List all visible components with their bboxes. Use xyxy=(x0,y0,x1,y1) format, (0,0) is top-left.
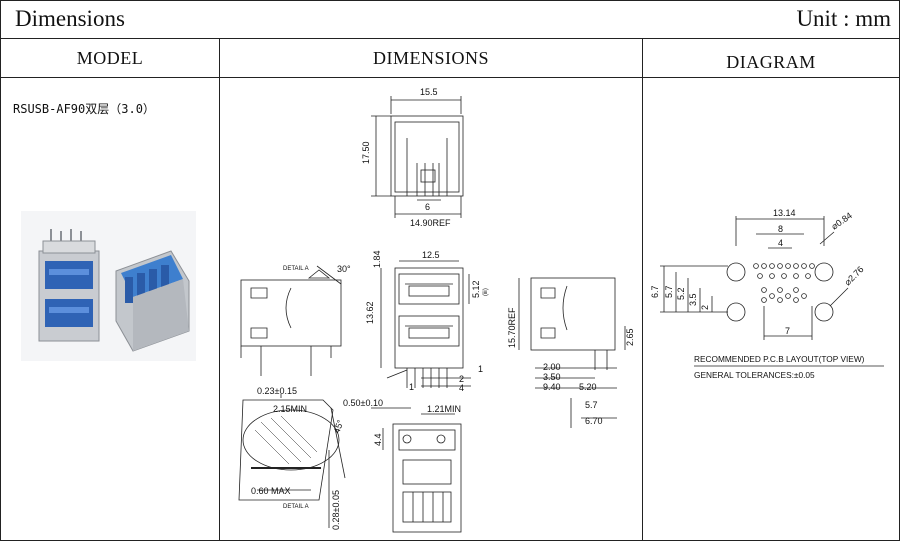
pcb-dim-label: 3.5 xyxy=(688,293,698,306)
pcb-pitch-label: 7 xyxy=(785,326,790,336)
side-pitch-label: 5.20 xyxy=(579,382,597,392)
bottom-min-label: 1.21MIN xyxy=(427,404,461,414)
detail-max-label: 0.60 MAX xyxy=(251,486,291,496)
side-pitch-label: 3.50 xyxy=(543,372,561,382)
pcb-caption: RECOMMENDED P.C.B LAYOUT(TOP VIEW) xyxy=(694,354,865,364)
right-side-view-drawing xyxy=(518,277,626,428)
connector-front-image xyxy=(38,229,100,342)
diagram-column-header: DIAGRAM xyxy=(643,39,899,78)
top-ref-width-label: 14.90REF xyxy=(410,218,451,228)
bottom-height-label: 4.4 xyxy=(373,433,383,446)
detail-angle-label: 45° xyxy=(331,418,345,435)
pcb-inner2-label: 4 xyxy=(778,238,783,248)
top-pin-span-label: 6 xyxy=(425,202,430,212)
bottom-view-drawing xyxy=(371,407,462,533)
mount-hole xyxy=(726,302,746,322)
pcb-width-label: 13.14 xyxy=(773,208,796,218)
pcb-layout-diagram: 13.14 8 4 ⌀0.84 ⌀2.76 6.7 5.7 5.2 3.5 2 … xyxy=(650,208,884,380)
product-photo xyxy=(21,211,196,361)
front-view-drawing xyxy=(380,260,471,388)
detail-min-label: 2.15MIN xyxy=(273,404,307,414)
pcb-dim-label: 2 xyxy=(700,305,710,310)
mount-hole xyxy=(814,262,834,282)
detail-thickness-label: 0.28±0.05 xyxy=(331,490,341,530)
pcb-dim-label: 6.7 xyxy=(650,285,660,298)
front-pin-label: 2 xyxy=(459,374,464,384)
dimensions-column-header: DIMENSIONS xyxy=(220,39,642,78)
front-pin-label: 1 xyxy=(409,382,414,392)
pcb-dim-label: 5.7 xyxy=(664,285,674,298)
side-pitch-label: 2.00 xyxy=(543,362,561,372)
column-divider xyxy=(219,39,220,541)
side-height-label: 15.70REF xyxy=(507,307,517,348)
model-column-header: MODEL xyxy=(1,39,219,78)
pcb-dim-label: 5.2 xyxy=(676,287,686,300)
side-pin-height-label: 2.65 xyxy=(625,328,635,346)
header-bar: Dimensions Unit : mm xyxy=(1,1,899,39)
top-view-drawing xyxy=(371,96,464,218)
front-port-note: (ⅲ) xyxy=(482,288,489,296)
front-angle-label: 30° xyxy=(337,264,351,274)
detail-tolerance-label: 0.23±0.15 xyxy=(257,386,297,396)
front-width-label: 12.5 xyxy=(422,250,440,260)
front-height-label: 13.62 xyxy=(365,301,375,324)
left-side-view-drawing xyxy=(240,265,342,376)
pin-grid xyxy=(753,263,815,303)
bottom-tolerance-label: 0.50±0.10 xyxy=(343,398,383,408)
page-title: Dimensions xyxy=(15,6,125,31)
connector-rear-image xyxy=(115,250,190,352)
top-height-label: 17.50 xyxy=(361,141,371,164)
unit-label: Unit : mm xyxy=(796,6,891,31)
top-width-label: 15.5 xyxy=(420,87,438,97)
detail-callout-label: DETAIL A xyxy=(283,266,309,272)
front-pin-label: 4 xyxy=(459,383,464,393)
front-pin-label: 1 xyxy=(478,364,483,374)
detail-a-drawing xyxy=(238,394,346,528)
side-pitch-label: 9.40 xyxy=(543,382,561,392)
mount-hole xyxy=(814,302,834,322)
pcb-tolerance: GENERAL TOLERANCES:±0.05 xyxy=(694,370,815,380)
pcb-boss-diameter-label: ⌀2.76 xyxy=(842,264,865,287)
pcb-hole-diameter-label: ⌀0.84 xyxy=(829,210,854,231)
pcb-inner-label: 8 xyxy=(778,224,783,234)
dimension-drawings: 15.5 17.50 6 14.90REF 12.5 1.84 13.62 5.… xyxy=(238,87,635,533)
detail-caption: DETAIL A xyxy=(283,504,309,510)
side-pitch-label: 6.70 xyxy=(585,416,603,426)
side-pitch-label: 5.7 xyxy=(585,400,598,410)
front-top-gap-label: 1.84 xyxy=(372,250,382,268)
model-name: RSUSB-AF90双层（3.0） xyxy=(13,102,155,116)
front-port-height-label: 5.12 xyxy=(471,280,481,298)
column-divider xyxy=(642,39,643,541)
mount-hole xyxy=(726,262,746,282)
